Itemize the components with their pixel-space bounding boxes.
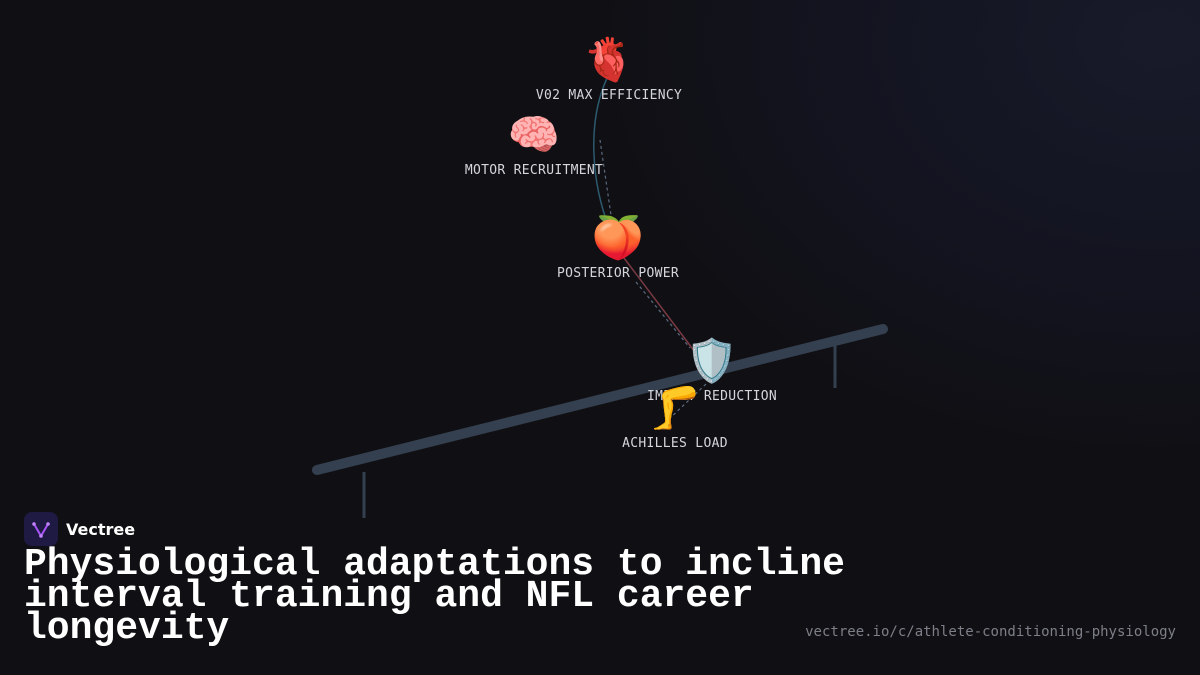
leg-icon: 🦵 xyxy=(648,383,702,432)
node-label: V02 MAX EFFICIENCY xyxy=(535,88,683,103)
incline-ramp xyxy=(312,324,888,475)
link-vo2-to-posterior xyxy=(593,71,611,231)
node-achilles-load: 🦵 ACHILLES LOAD xyxy=(622,383,728,452)
node-label: ACHILLES LOAD xyxy=(622,436,728,451)
node-motor-recruitment: 🧠 MOTOR RECRUITMENT xyxy=(464,110,604,179)
shield-icon: 🛡️ xyxy=(685,336,739,385)
node-label: POSTERIOR POWER xyxy=(557,266,679,281)
node-impact-reduction: 🛡️ IMPACT REDUCTION xyxy=(646,336,778,405)
link-motor-to-posterior xyxy=(599,139,613,223)
heart-icon: 🫀 xyxy=(582,35,636,84)
link-posterior-to-impact xyxy=(623,257,699,357)
brain-icon: 🧠 xyxy=(507,110,561,159)
peach-icon: 🍑 xyxy=(591,213,645,262)
node-label: MOTOR RECRUITMENT xyxy=(464,163,604,178)
brand-name: Vectree xyxy=(66,519,136,539)
node-posterior-power: 🍑 POSTERIOR POWER xyxy=(557,213,679,282)
node-label: IMPACT REDUCTION xyxy=(646,389,778,404)
source-url: vectree.io/c/athlete-conditioning-physio… xyxy=(805,624,1176,640)
link-impact-to-achilles xyxy=(667,383,707,421)
node-vo2-max-efficiency: 🫀 V02 MAX EFFICIENCY xyxy=(535,35,683,104)
brand: Vectree xyxy=(24,512,135,546)
link-posterior-to-impact-dashed xyxy=(635,281,691,349)
vectree-logo-icon xyxy=(24,512,58,546)
page-title: Physiological adaptations to incline int… xyxy=(24,543,845,650)
